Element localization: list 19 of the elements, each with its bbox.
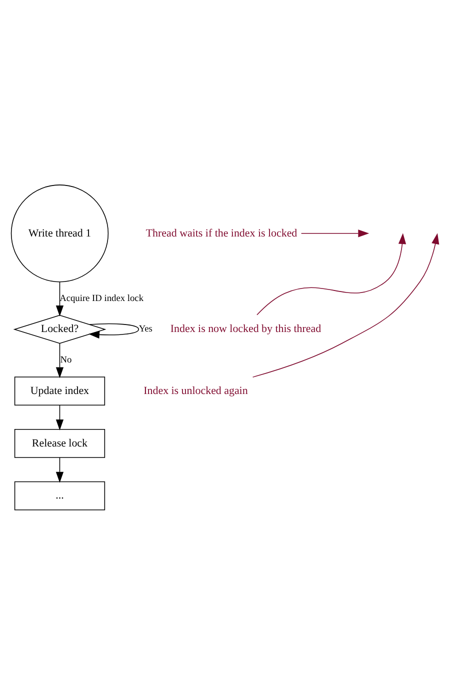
node-diamond: Locked?	[13, 314, 106, 344]
edge-label: No	[60, 356, 72, 366]
arrow	[256, 233, 406, 316]
node-text: Thread waits if the index is locked	[146, 227, 298, 240]
node-circle: Write thread 1	[10, 184, 109, 282]
node-box: Release lock	[14, 428, 106, 458]
arrow	[300, 230, 370, 238]
arrow	[88, 323, 139, 339]
arrow	[56, 404, 64, 430]
node-text: Index is unlocked again	[144, 384, 248, 397]
arrow	[56, 282, 64, 316]
arrow	[252, 233, 440, 378]
node-box: ...	[14, 481, 106, 510]
arrow	[56, 343, 64, 378]
edge-label: Yes	[138, 324, 152, 335]
node-box: Update index	[14, 376, 106, 406]
arrow	[56, 457, 64, 483]
edge-label: Acquire ID index lock	[60, 294, 144, 304]
node-text: Index is now locked by this thread	[170, 323, 322, 336]
